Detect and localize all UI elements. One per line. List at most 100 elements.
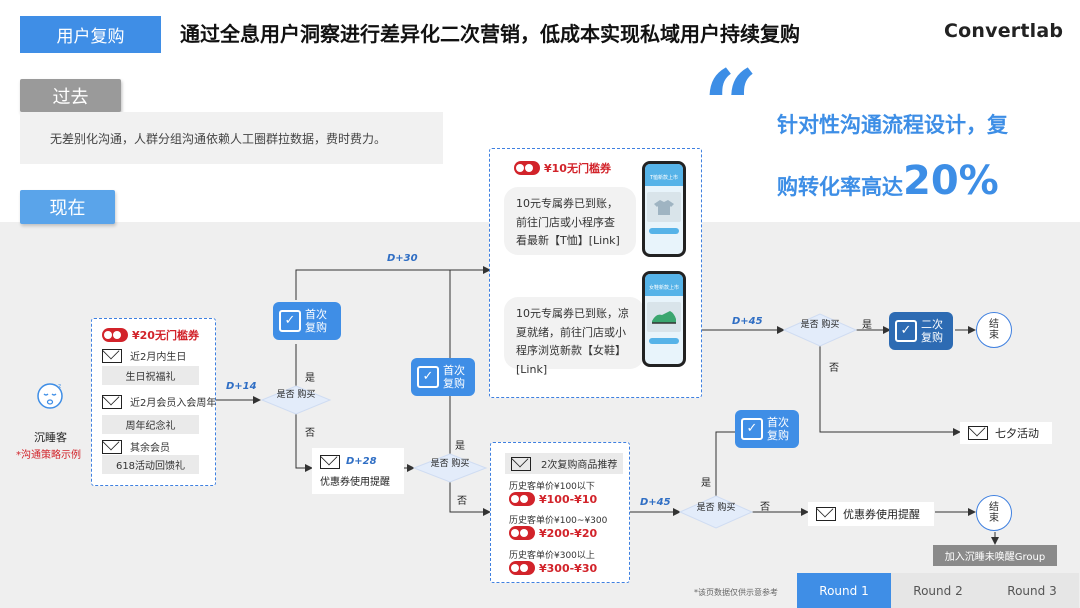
quote-line-1: 针对性沟通流程设计，复 [777, 113, 1008, 137]
decision-label: 是否 购买 [276, 390, 316, 400]
first-repurchase-node: ✓ 首次 复购 [273, 302, 341, 340]
coupon-icon [509, 561, 535, 575]
mail-icon [320, 454, 340, 469]
mail-icon [102, 348, 122, 363]
mail-icon [102, 394, 122, 409]
mail-icon [816, 507, 836, 521]
phone-title: 女鞋新款上市 [645, 274, 683, 296]
coupon-icon [514, 161, 540, 175]
mail-icon [968, 426, 988, 440]
svg-text:z: z [58, 383, 61, 390]
delay-label: D+45 [732, 316, 763, 327]
message-bubble: 10元专属券已到账，凉夏就绪，前往门店或小程序浏览新款【女鞋】[Link] [504, 297, 644, 376]
quote-mark-icon: “ [703, 49, 759, 162]
gift-chip: 生日祝福礼 [102, 366, 199, 385]
reminder-label: 优惠券使用提醒 [843, 508, 920, 521]
mail-icon [511, 456, 531, 471]
node-label: 首次 复购 [443, 363, 465, 390]
customer-label: 沉睡客 [34, 431, 67, 444]
phone-title: T恤新款上市 [645, 164, 683, 186]
tier-coupon: ¥300-¥30 [509, 561, 597, 575]
phone-button [649, 228, 679, 234]
sleep-group-tag: 加入沉睡未唤醒Group [933, 545, 1057, 566]
check-icon: ✓ [279, 310, 301, 332]
yes-label: 是 [701, 478, 711, 489]
coupon-20-label: ¥20无门槛券 [132, 329, 199, 342]
delay-label: D+28 [346, 456, 377, 467]
end-node: 结 束 [976, 495, 1012, 531]
page-title: 通过全息用户洞察进行差异化二次营销，低成本实现私域用户持续复购 [180, 22, 800, 46]
past-description: 无差别化沟通，人群分组沟通依赖人工圈群拉数据，费时费力。 [20, 112, 443, 164]
coupon-reminder-box: 优惠券使用提醒 [808, 502, 934, 526]
decision-label: 是否 购买 [800, 320, 840, 330]
no-label: 否 [829, 363, 839, 374]
tier-coupon: ¥100-¥10 [509, 492, 597, 506]
decision-label: 是否 购买 [696, 503, 736, 513]
now-tag: 现在 [20, 190, 115, 224]
phone-mockup: 女鞋新款上市 [642, 271, 686, 367]
quote-percentage: 20% [903, 158, 999, 204]
tier-condition: 历史客单价¥300以上 [509, 551, 595, 561]
segment-title: 近2月会员入会周年 [130, 398, 217, 409]
delay-label: D+30 [387, 253, 418, 264]
node-label: 首次 复购 [767, 415, 789, 442]
brand-logo: Convertlab [944, 20, 1064, 42]
tab-round-3[interactable]: Round 3 [985, 573, 1079, 608]
rec-title-row: 2次复购商品推荐 [505, 453, 624, 474]
recommendation-box: 2次复购商品推荐 历史客单价¥100以下 ¥100-¥10 历史客单价¥100~… [490, 442, 630, 583]
first-repurchase-node: ✓ 首次 复购 [411, 358, 475, 396]
tier-coupon-label: ¥200-¥20 [539, 526, 598, 540]
tier-coupon-label: ¥300-¥30 [539, 561, 598, 575]
yes-label: 是 [862, 320, 872, 331]
coupon-10-label: ¥10无门槛券 [544, 162, 611, 175]
past-text: 无差别化沟通，人群分组沟通依赖人工圈群拉数据，费时费力。 [50, 131, 387, 146]
tier-condition: 历史客单价¥100以下 [509, 482, 595, 492]
footnote: *该页数据仅供示意参考 [694, 588, 778, 597]
coupon-reminder-box: D+28 优惠券使用提醒 [312, 448, 404, 494]
quote-prefix: 购转化率高达 [777, 175, 903, 199]
segment-title: 近2月内生日 [130, 352, 187, 363]
coupon-group-box: ¥20无门槛券 近2月内生日 生日祝福礼 近2月会员入会周年 周年纪念礼 其余会… [91, 318, 216, 486]
yes-label: 是 [305, 373, 315, 384]
qixi-label: 七夕活动 [995, 427, 1039, 440]
tier-coupon-label: ¥100-¥10 [539, 492, 598, 506]
reminder-head: D+28 [320, 454, 377, 469]
segment-title: 其余会员 [130, 443, 170, 454]
gift-chip: 618活动回馈礼 [102, 455, 199, 474]
section-tag: 用户复购 [20, 16, 161, 53]
tier-condition: 历史客单价¥100~¥300 [509, 516, 608, 526]
node-label: 二次 复购 [921, 317, 943, 344]
tab-round-2[interactable]: Round 2 [891, 573, 985, 608]
phone-button [649, 338, 679, 344]
coupon-10: ¥10无门槛券 [514, 160, 611, 176]
decision-diamond-2 [412, 453, 488, 483]
delay-label: D+45 [640, 497, 671, 508]
message-box-10-coupon: ¥10无门槛券 10元专属券已到账，前往门店或小程序查看最新【T恤】[Link]… [489, 148, 702, 398]
tshirt-image-icon [647, 192, 681, 222]
customer-note: *沟通策略示例 [16, 450, 81, 461]
coupon-icon [102, 328, 128, 342]
yes-label: 是 [455, 441, 465, 452]
tier-coupon: ¥200-¥20 [509, 526, 597, 540]
tab-round-1[interactable]: Round 1 [797, 573, 891, 608]
coupon-20: ¥20无门槛券 [102, 327, 199, 343]
segment-birthday: 近2月内生日 [102, 348, 186, 363]
decision-label: 是否 购买 [430, 459, 470, 469]
shoe-image-icon [647, 302, 681, 332]
message-bubble: 10元专属券已到账，前往门店或小程序查看最新【T恤】[Link] [504, 187, 636, 255]
second-repurchase-node: ✓ 二次 复购 [889, 312, 953, 350]
past-tag: 过去 [20, 79, 121, 112]
coupon-icon [509, 492, 535, 506]
check-icon: ✓ [895, 320, 917, 342]
decision-diamond-3 [782, 313, 858, 347]
mail-icon [102, 439, 122, 454]
end-node: 结 束 [976, 312, 1012, 348]
decision-diamond-4 [678, 495, 754, 529]
no-label: 否 [305, 428, 315, 439]
phone-mockup: T恤新款上市 [642, 161, 686, 257]
sleeping-customer-icon: z [34, 380, 66, 416]
segment-anniversary: 近2月会员入会周年 [102, 394, 216, 409]
quote-line-2: 购转化率高达20% [777, 158, 999, 204]
check-icon: ✓ [417, 366, 439, 388]
